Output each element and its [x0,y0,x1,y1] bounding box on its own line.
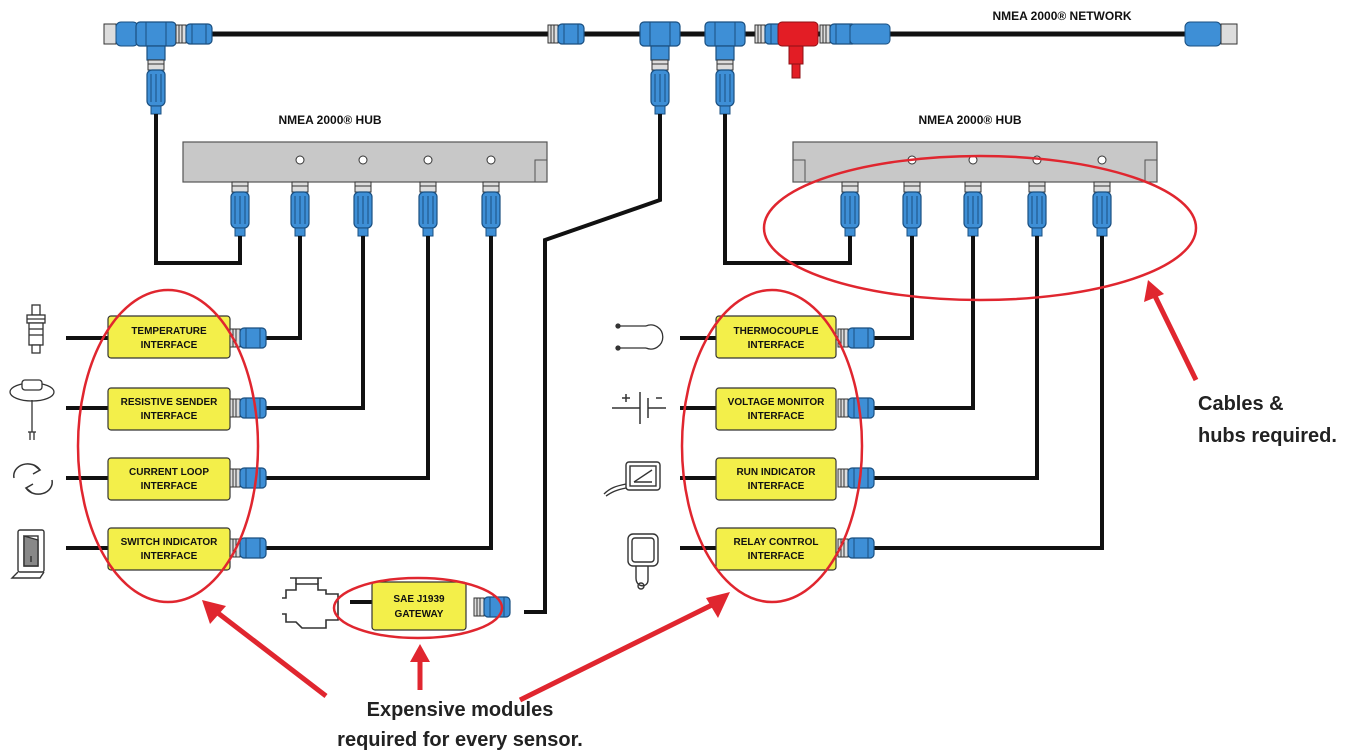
module-current-loop-interface: CURRENT LOOP INTERFACE [107,457,231,501]
hub-port-connector [290,181,310,237]
module-relay-control-interface: RELAY CONTROL INTERFACE [715,527,837,571]
module-line2: INTERFACE [141,551,198,562]
module-line2: INTERFACE [141,340,198,351]
module-line1: RUN INDICATOR [736,467,816,478]
hub-port-connector [1027,181,1047,237]
tee-connector [135,21,177,61]
callout-modules-line2: required for every sensor. [337,729,583,751]
rocker-switch-icon [10,529,45,579]
module-line1: THERMOCOUPLE [734,326,819,337]
callout-cables-hubs: Cables & hubs required. [1198,393,1337,447]
module-resistive-sender-interface: RESISTIVE SENDER INTERFACE [107,387,231,431]
module-line2: INTERFACE [748,551,805,562]
module-switch-indicator-interface: SWITCH INDICATOR INTERFACE [107,527,231,571]
right-terminator-connector [1184,21,1238,47]
temperature-sender-icon [26,304,46,354]
hub-port-connector [840,181,860,237]
callout-expensive-modules: Expensive modules required for every sen… [337,699,583,751]
hub-right-label: NMEA 2000® HUB [918,113,1021,127]
arrow-to-gateway [410,644,430,690]
hub-port-connector [418,181,438,237]
hub-port-connector [963,181,983,237]
backbone-drops [146,59,735,115]
hub-port-connector [230,181,250,237]
tank-sender-icon [9,379,55,440]
drop-connector [650,59,670,115]
right-hub-highlight [762,154,1198,302]
module-temperature-interface: TEMPERATURE INTERFACE [107,315,231,359]
module-voltage-monitor-interface: VOLTAGE MONITOR INTERFACE [715,387,837,431]
arrow-to-right-modules [518,592,730,703]
module-sae-j1939-gateway: SAE J1939 GATEWAY [371,581,467,631]
module-line1: CURRENT LOOP [129,467,209,478]
module-line1: SWITCH INDICATOR [121,537,219,548]
thermocouple-icon [615,323,664,351]
module-connector [837,397,875,419]
backbone-connector [547,23,585,45]
module-run-indicator-interface: RUN INDICATOR INTERFACE [715,457,837,501]
drop-connector [146,59,166,115]
hub-port-connector [902,181,922,237]
power-tee-red [777,21,819,79]
current-loop-icon [13,463,53,495]
hub-port-connector [1092,181,1112,237]
hub-left [182,141,548,183]
callout-modules-line1: Expensive modules [367,699,554,721]
module-thermocouple-interface: THERMOCOUPLE INTERFACE [715,315,837,359]
cables [66,114,1104,614]
hub-port-connector [481,181,501,237]
tee-connector [639,21,681,61]
engine-icon [282,577,339,629]
relay-icon [627,533,659,590]
module-line1: TEMPERATURE [131,326,207,337]
hub-left-label: NMEA 2000® HUB [278,113,381,127]
arrow-to-right-hub [1144,280,1199,382]
gateway-line2: GATEWAY [395,609,444,620]
tee-connector [704,21,746,61]
module-connector [837,327,875,349]
backbone-connector [175,23,213,45]
hub-port-connector [353,181,373,237]
right-modules-highlight [680,288,864,604]
callout-cables-line1: Cables & [1198,393,1284,415]
module-line2: INTERFACE [141,481,198,492]
module-line2: INTERFACE [748,340,805,351]
module-connector [229,397,267,419]
module-line1: RESISTIVE SENDER [121,397,218,408]
module-line1: RELAY CONTROL [733,537,818,548]
network-backbone: NMEA 2000® NETWORK [103,9,1238,79]
highlight-ellipses [76,154,1198,640]
gateway-line1: SAE J1939 [393,594,445,605]
module-connector [473,596,511,618]
module-line2: INTERFACE [141,411,198,422]
module-line2: INTERFACE [748,411,805,422]
drop-connector [715,59,735,115]
annotation-arrows [202,280,1199,703]
arrow-to-left-modules [202,600,328,698]
network-label: NMEA 2000® NETWORK [992,9,1131,23]
battery-icon [612,392,666,424]
left-terminator-connector [103,21,139,47]
left-modules-highlight [76,288,260,604]
module-line2: INTERFACE [748,481,805,492]
callout-cables-line2: hubs required. [1198,425,1337,447]
module-connector [229,467,267,489]
module-connector [837,467,875,489]
gateway-highlight [332,576,504,640]
run-indicator-icon [603,461,661,497]
hub-right [792,141,1158,183]
module-line1: VOLTAGE MONITOR [728,397,825,408]
